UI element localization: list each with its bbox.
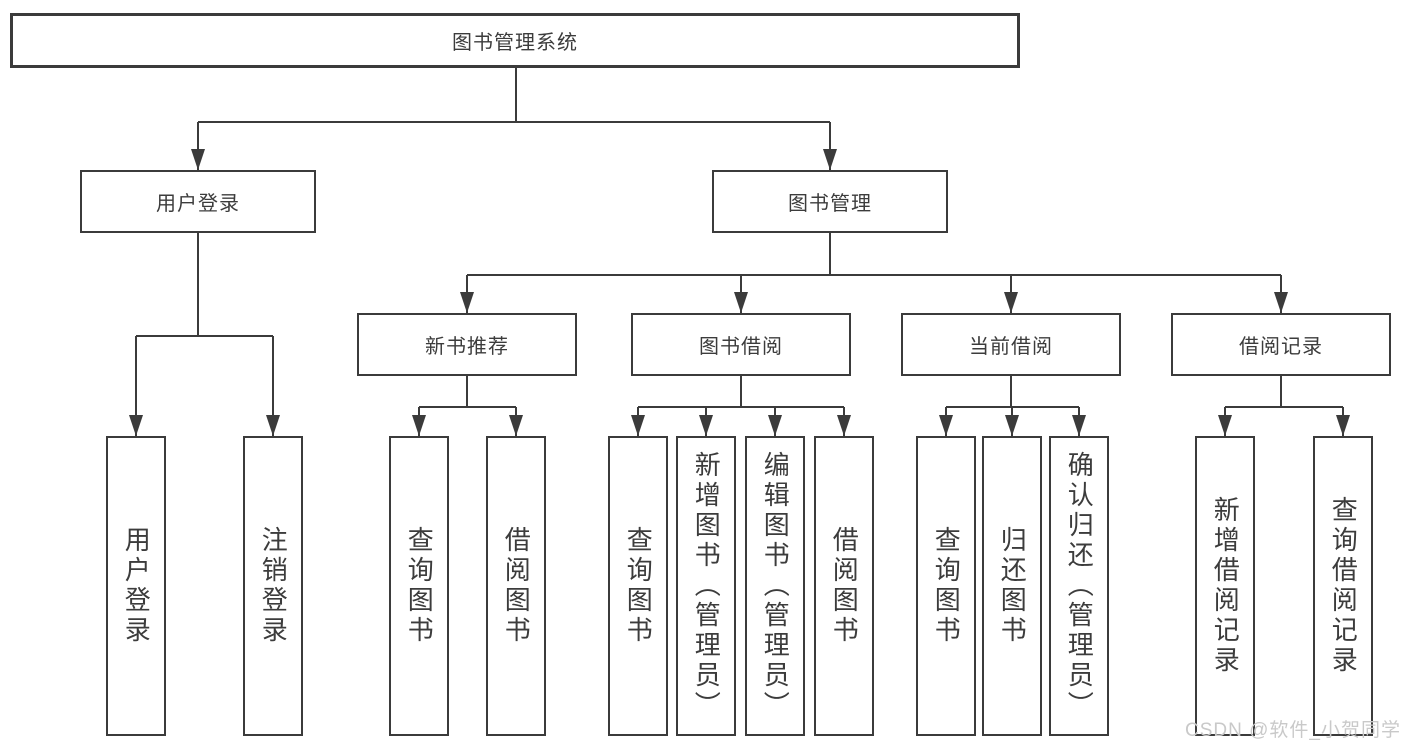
leaf-borrow-books-borrowing: 借阅图书 <box>814 436 874 736</box>
arrow-down-icon <box>191 149 205 170</box>
node-book-management: 图书管理 <box>712 170 948 233</box>
arrow-down-icon <box>1218 415 1232 436</box>
leaf-label: 编辑图书（管理员） <box>760 451 791 721</box>
leaf-label: 归还图书 <box>997 526 1028 646</box>
leaf-add-borrow-record: 新增借阅记录 <box>1195 436 1255 736</box>
leaf-query-books-recommend: 查询图书 <box>389 436 449 736</box>
leaf-confirm-return-admin: 确认归还（管理员） <box>1049 436 1109 736</box>
arrow-down-icon <box>266 415 280 436</box>
leaf-query-books-current: 查询图书 <box>916 436 976 736</box>
leaf-return-books: 归还图书 <box>982 436 1042 736</box>
arrow-down-icon <box>1336 415 1350 436</box>
leaf-label: 查询图书 <box>931 526 962 646</box>
leaf-label: 新增借阅记录 <box>1210 496 1241 676</box>
arrow-down-icon <box>734 292 748 313</box>
leaf-query-books-borrowing: 查询图书 <box>608 436 668 736</box>
arrow-down-icon <box>460 292 474 313</box>
arrow-down-icon <box>509 415 523 436</box>
csdn-watermark: CSDN @软件_小贺同学 <box>1185 720 1401 741</box>
arrow-down-icon <box>129 415 143 436</box>
arrow-down-icon <box>1274 292 1288 313</box>
arrow-down-icon <box>768 415 782 436</box>
arrow-down-icon <box>837 415 851 436</box>
arrow-down-icon <box>939 415 953 436</box>
leaf-add-books-admin: 新增图书（管理员） <box>676 436 736 736</box>
leaf-label: 查询图书 <box>623 526 654 646</box>
node-book-borrowing: 图书借阅 <box>631 313 851 376</box>
node-user-login: 用户登录 <box>80 170 316 233</box>
leaf-logout-login: 注销登录 <box>243 436 303 736</box>
leaf-label: 查询图书 <box>404 526 435 646</box>
leaf-label: 注销登录 <box>258 526 289 646</box>
arrow-down-icon <box>823 149 837 170</box>
leaf-label: 确认归还（管理员） <box>1064 451 1095 721</box>
arrow-down-icon <box>699 415 713 436</box>
node-current-borrowing: 当前借阅 <box>901 313 1121 376</box>
leaf-label: 借阅图书 <box>501 526 532 646</box>
arrow-down-icon <box>1004 292 1018 313</box>
leaf-label: 查询借阅记录 <box>1328 496 1359 676</box>
arrow-down-icon <box>631 415 645 436</box>
leaf-label: 借阅图书 <box>829 526 860 646</box>
leaf-query-borrow-record: 查询借阅记录 <box>1313 436 1373 736</box>
leaf-label: 用户登录 <box>121 526 152 646</box>
arrow-down-icon <box>1005 415 1019 436</box>
leaf-edit-books-admin: 编辑图书（管理员） <box>745 436 805 736</box>
arrow-down-icon <box>1072 415 1086 436</box>
node-borrow-records: 借阅记录 <box>1171 313 1391 376</box>
leaf-user-login: 用户登录 <box>106 436 166 736</box>
leaf-label: 新增图书（管理员） <box>691 451 722 721</box>
arrow-down-icon <box>412 415 426 436</box>
leaf-borrow-books-recommend: 借阅图书 <box>486 436 546 736</box>
node-new-book-recommend: 新书推荐 <box>357 313 577 376</box>
node-root: 图书管理系统 <box>10 13 1020 68</box>
